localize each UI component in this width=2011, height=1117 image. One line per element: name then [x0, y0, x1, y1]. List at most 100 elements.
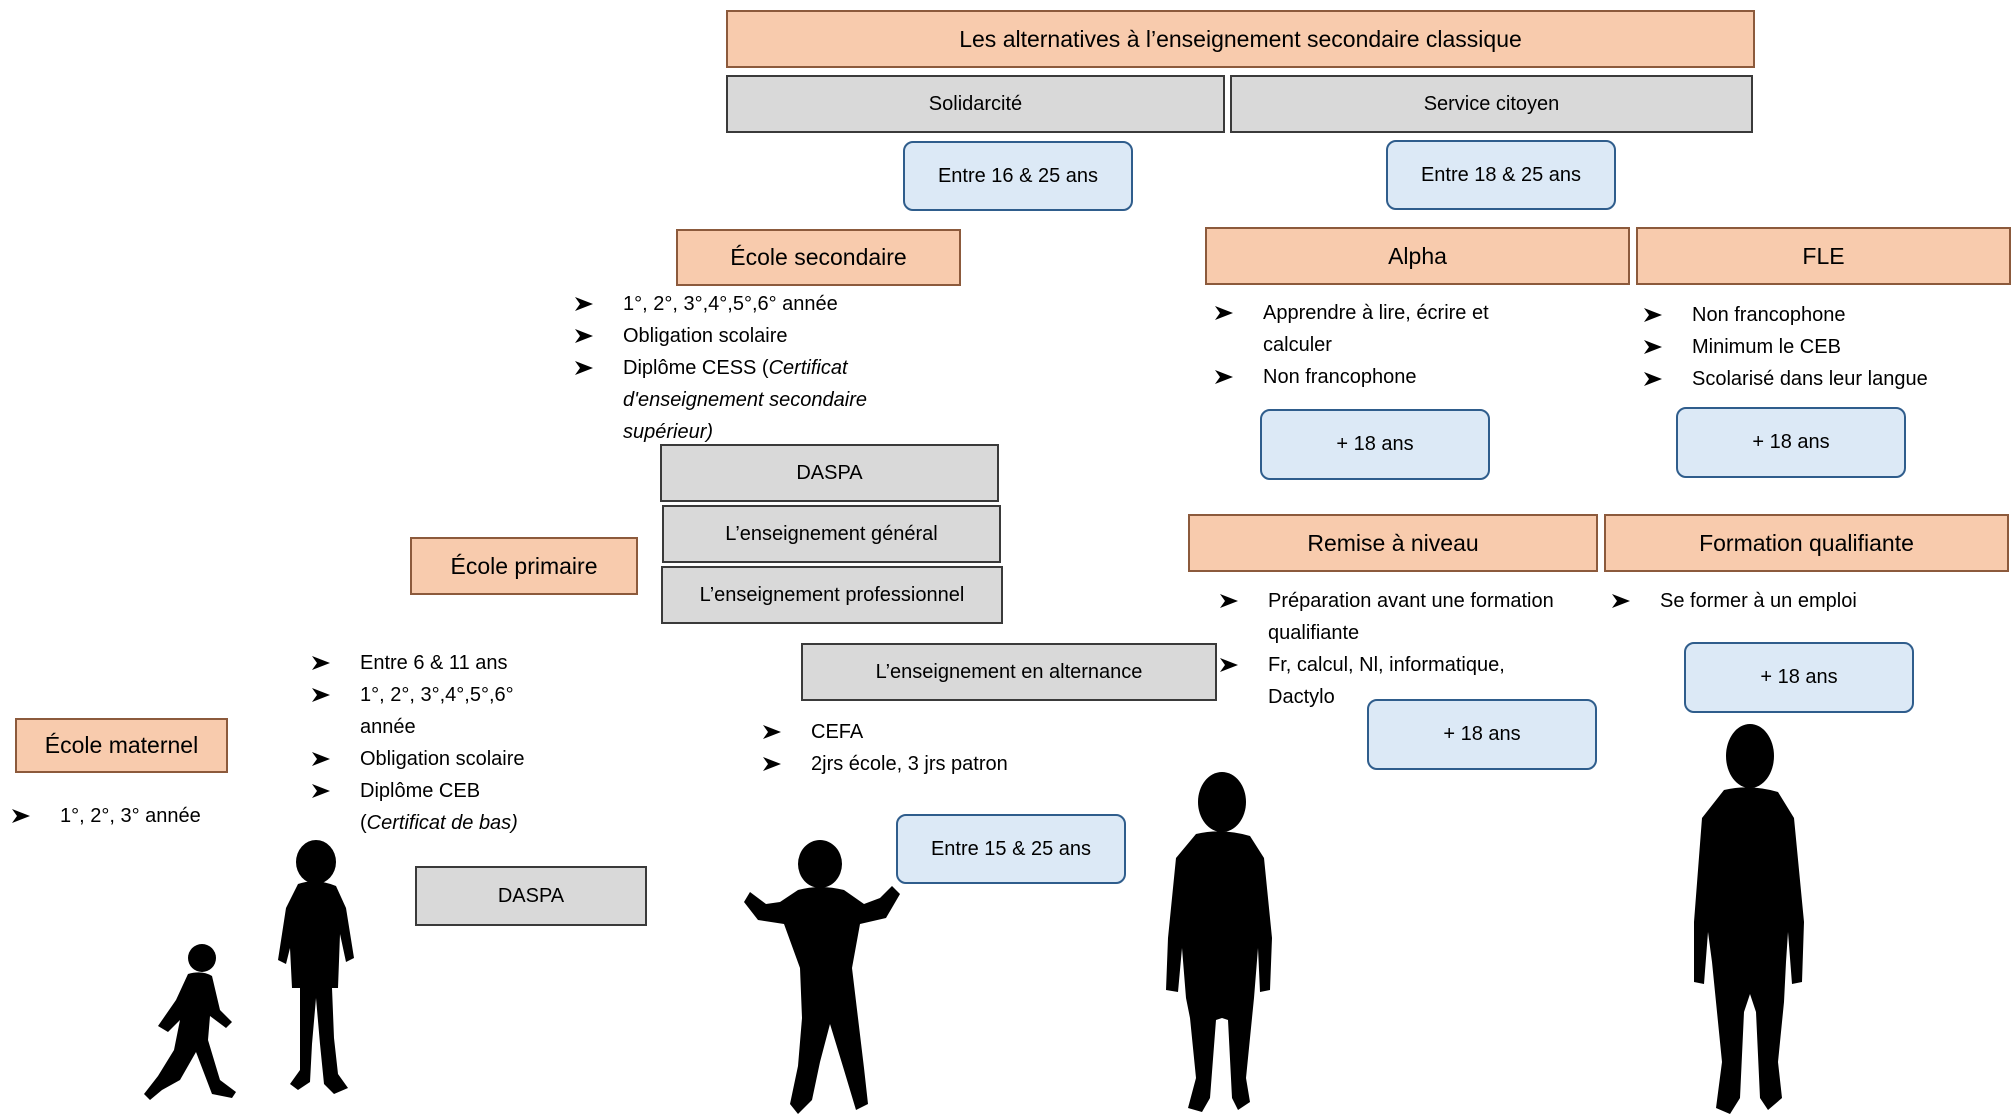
arrow-bullet-icon	[1220, 585, 1260, 608]
ecole-secondaire-title: École secondaire	[730, 244, 907, 270]
fle-box: FLE	[1636, 227, 2011, 285]
alpha-title: Alpha	[1388, 242, 1447, 269]
remise-box: Remise à niveau	[1188, 514, 1598, 572]
arrow-bullet-icon	[575, 288, 615, 311]
age-badge-18-25: Entre 18 & 25 ans	[1386, 140, 1616, 210]
item-text: Diplôme CEB	[360, 780, 481, 802]
main-title-box: Les alternatives à l’enseignement second…	[726, 10, 1755, 68]
ens-general-box: L’enseignement général	[662, 505, 1001, 563]
arrow-bullet-icon	[1644, 363, 1684, 386]
age-15-25-label: Entre 15 & 25 ans	[930, 837, 1092, 860]
arrow-bullet-icon	[12, 800, 52, 823]
fle-age-badge: + 18 ans	[1676, 407, 1906, 478]
item-text: Apprendre à lire, écrire et calculer	[1263, 302, 1489, 356]
ens-professionnel-label: L’enseignement professionnel	[699, 583, 965, 606]
item-text: Non francophone	[1263, 366, 1417, 388]
ecole-maternel-list: 1°, 2°, 3° année	[12, 800, 252, 832]
arrow-bullet-icon	[312, 647, 352, 670]
item-text: Scolarisé dans leur langue	[1692, 368, 1928, 390]
alpha-list: Apprendre à lire, écrire et calculer Non…	[1215, 297, 1545, 393]
arrow-bullet-icon	[1215, 297, 1255, 320]
ens-professionnel-box: L’enseignement professionnel	[661, 566, 1003, 624]
remise-age-badge: + 18 ans	[1367, 699, 1597, 770]
list-item: Fr, calcul, Nl, informatique, Dactylo	[1220, 649, 1560, 713]
arrow-bullet-icon	[312, 775, 352, 798]
ecole-primaire-title: École primaire	[450, 552, 598, 579]
item-text: CEFA	[811, 721, 864, 743]
fle-list: Non francophone Minimum le CEB Scolarisé…	[1644, 299, 2004, 395]
daspa-primary-box: DASPA	[415, 866, 647, 926]
item-text: Fr, calcul, Nl, informatique, Dactylo	[1268, 654, 1505, 708]
item-text: Obligation scolaire	[360, 748, 525, 770]
daspa-secondary-box: DASPA	[660, 444, 999, 502]
item-text: Obligation scolaire	[623, 325, 788, 347]
age-18-25-label: Entre 18 & 25 ans	[1420, 163, 1582, 186]
list-item: CEFA	[763, 716, 1103, 748]
arrow-bullet-icon	[575, 352, 615, 375]
arrow-bullet-icon	[1215, 361, 1255, 384]
ecole-maternel-title: École maternel	[44, 732, 199, 758]
remise-age-label: + 18 ans	[1443, 723, 1521, 745]
list-item: Diplôme CESS (Certificat d'enseignement …	[575, 352, 935, 448]
alpha-age-label: + 18 ans	[1336, 433, 1414, 455]
age-badge-16-25: Entre 16 & 25 ans	[903, 141, 1133, 211]
age-badge-15-25: Entre 15 & 25 ans	[896, 814, 1126, 884]
solidarcite-box: Solidarcité	[726, 75, 1225, 133]
list-item: Non francophone	[1215, 361, 1545, 393]
age-16-25-label: Entre 16 & 25 ans	[937, 164, 1099, 187]
item-text-italic: Certificat d'enseignement secondaire sup…	[623, 357, 867, 443]
teen-silhouette-icon	[1166, 772, 1272, 1112]
ens-alternance-box: L’enseignement en alternance	[801, 643, 1217, 701]
ecole-primaire-list: Entre 6 & 11 ans 1°, 2°, 3°,4°,5°,6° ann…	[312, 647, 572, 839]
list-item: 1°, 2°, 3° année	[12, 800, 252, 832]
list-item: 1°, 2°, 3°,4°,5°,6° année	[312, 679, 572, 743]
item-text: Diplôme CESS (	[623, 357, 769, 379]
ens-general-label: L’enseignement général	[725, 522, 938, 545]
formation-age-badge: + 18 ans	[1684, 642, 1914, 713]
service-citoyen-box: Service citoyen	[1230, 75, 1753, 133]
item-text: Minimum le CEB	[1692, 336, 1841, 358]
arrow-bullet-icon	[1644, 299, 1684, 322]
arrow-bullet-icon	[1612, 585, 1652, 608]
list-item: 1°, 2°, 3°,4°,5°,6° année	[575, 288, 935, 320]
adult-silhouette-icon	[1694, 724, 1804, 1114]
formation-box: Formation qualifiante	[1604, 514, 2009, 572]
item-text: 1°, 2°, 3° année	[60, 805, 201, 827]
remise-title: Remise à niveau	[1307, 529, 1479, 556]
list-item: Apprendre à lire, écrire et calculer	[1215, 297, 1545, 361]
list-item: Minimum le CEB	[1644, 331, 2004, 363]
ecole-secondaire-list: 1°, 2°, 3°,4°,5°,6° année Obligation sco…	[575, 288, 935, 448]
item-text: 1°, 2°, 3°,4°,5°,6° année	[623, 293, 838, 315]
list-item: Se former à un emploi	[1612, 585, 1972, 617]
item-text: Préparation avant une formation qualifia…	[1268, 590, 1554, 644]
alpha-age-badge: + 18 ans	[1260, 409, 1490, 480]
formation-age-label: + 18 ans	[1760, 666, 1838, 688]
item-text: 2jrs école, 3 jrs patron	[811, 753, 1008, 775]
list-item: Non francophone	[1644, 299, 2004, 331]
list-item: 2jrs école, 3 jrs patron	[763, 748, 1103, 780]
list-item: Obligation scolaire	[575, 320, 935, 352]
list-item: Diplôme CEB (Certificat de bas)	[312, 775, 572, 839]
formation-list: Se former à un emploi	[1612, 585, 1972, 617]
alpha-box: Alpha	[1205, 227, 1630, 285]
item-text: Se former à un emploi	[1660, 590, 1857, 612]
arrow-bullet-icon	[312, 679, 352, 702]
child-silhouette-icon	[278, 840, 354, 1094]
arrow-bullet-icon	[1220, 649, 1260, 672]
list-item: Obligation scolaire	[312, 743, 572, 775]
toddler-silhouette-icon	[144, 944, 236, 1100]
ecole-secondaire-box: École secondaire	[676, 229, 961, 286]
item-text: Non francophone	[1692, 304, 1846, 326]
item-text: 1°, 2°, 3°,4°,5°,6° année	[360, 684, 514, 738]
item-text-italic: Certificat de bas)	[366, 812, 518, 834]
item-text: (	[360, 812, 367, 834]
fle-age-label: + 18 ans	[1752, 431, 1830, 453]
arrow-bullet-icon	[763, 748, 803, 771]
arrow-bullet-icon	[312, 743, 352, 766]
ecole-primaire-box: École primaire	[410, 537, 638, 595]
remise-list: Préparation avant une formation qualifia…	[1220, 585, 1560, 713]
arrow-bullet-icon	[1644, 331, 1684, 354]
daspa-primary-label: DASPA	[497, 884, 565, 907]
fle-title: FLE	[1802, 242, 1845, 269]
ecole-maternel-box: École maternel	[15, 718, 228, 773]
